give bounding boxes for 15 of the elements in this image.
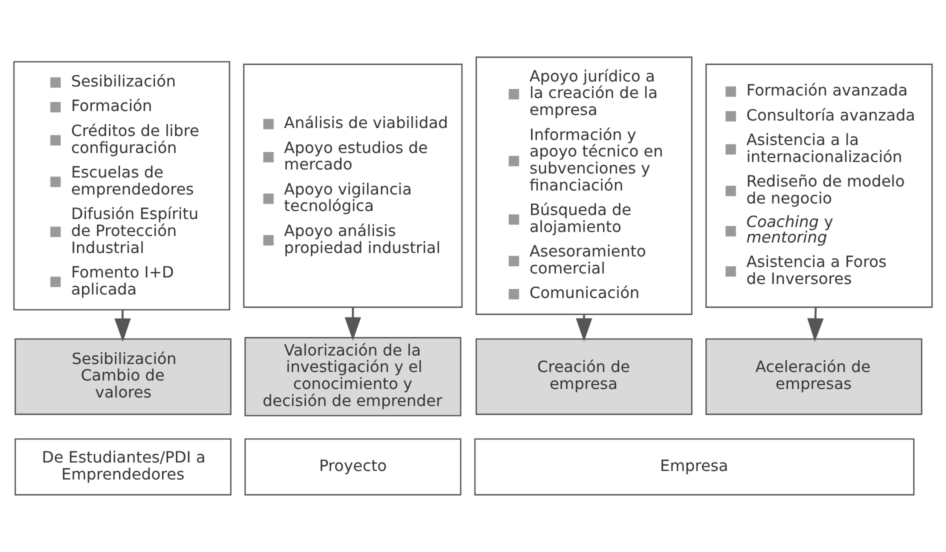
arrow xyxy=(344,307,362,341)
node-box: Valorización de la investigación y el conocimiento y decisión de emprender xyxy=(244,337,462,416)
node-box: Creación de empresa xyxy=(476,338,692,415)
node-box: Análisis de viabilidad Apoyo estudios de mercado Apoyo vigilancia tecnológica Apoyo análisis propiedad industrial xyxy=(243,64,463,308)
node-box: Proyecto xyxy=(244,438,462,496)
node-box: Sesibilización Formación Créditos de libre configuración Escuelas de emprendedores Difusión Espíritu de Protección Industrial Fomento I+D aplicada xyxy=(13,61,230,310)
arrow xyxy=(576,314,592,342)
arrow xyxy=(807,307,824,342)
node-box: De Estudiantes/PDI a Emprendedores xyxy=(14,438,232,496)
node-box: Apoyo jurídico a la creación de la empresa Información y apoyo técnico en subvenciones y financiación Búsqueda de alojamiento Asesoramiento comercial Comunicación xyxy=(476,56,692,315)
arrow xyxy=(114,310,131,342)
node-box: Formación avanzada Consultoría avanzada Asistencia a la internacionalización Rediseño de modelo de negocio Coaching y mentoring Asistencia a Foros de Inversores xyxy=(705,64,933,308)
node-box: Sesibilización Cambio de valores xyxy=(14,338,232,415)
node-box: Aceleración de empresas xyxy=(705,338,922,415)
node-box: Empresa xyxy=(474,438,914,496)
